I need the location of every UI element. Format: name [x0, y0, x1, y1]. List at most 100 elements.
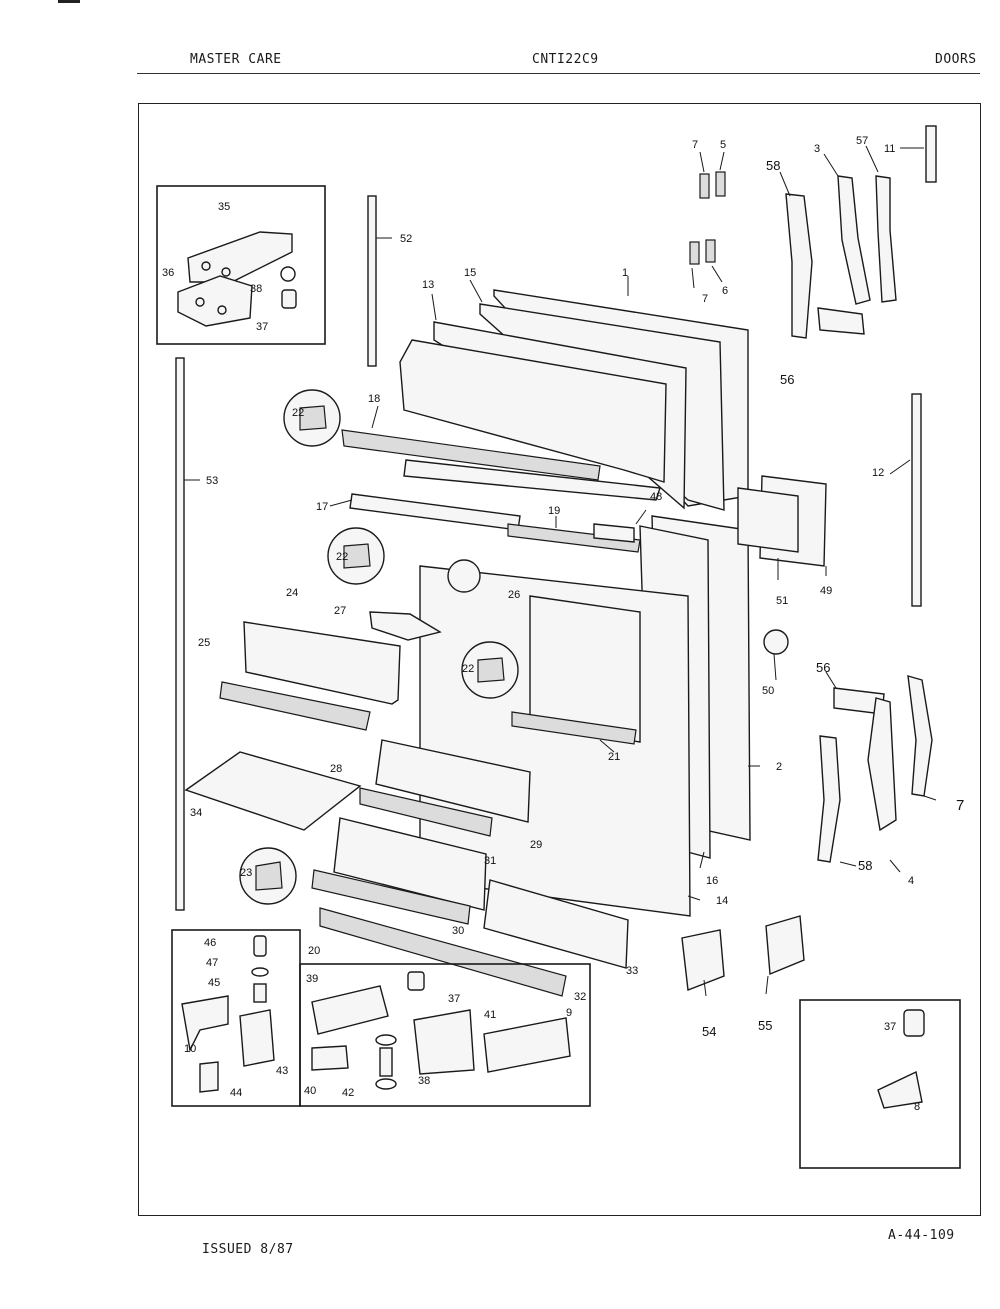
- callout-19: 19: [548, 505, 560, 517]
- bin-31: [333, 817, 487, 911]
- header-model: CNTI22C9: [532, 52, 599, 67]
- rail-30: [311, 869, 471, 925]
- callout-10: 10: [184, 1043, 196, 1055]
- callout-25: 25: [198, 637, 210, 649]
- strip-12: [911, 393, 922, 607]
- detail-circles: [239, 389, 519, 905]
- callout-13: 13: [422, 279, 434, 291]
- callout-48: 48: [650, 491, 662, 503]
- callout-42: 42: [342, 1087, 354, 1099]
- diagram-frame: [138, 103, 981, 1216]
- callout-8: 8: [914, 1101, 920, 1113]
- callout-44: 44: [230, 1087, 242, 1099]
- freezer-door: [341, 289, 749, 531]
- bin-24: [243, 621, 401, 705]
- inset-bottom-right-box: [799, 999, 961, 1169]
- callout-51: 51: [776, 595, 788, 607]
- callout-54: 54: [702, 1024, 716, 1039]
- callout-31: 31: [484, 855, 496, 867]
- callout-28: 28: [330, 763, 342, 775]
- callout-27: 27: [334, 605, 346, 617]
- callout-34: 34: [190, 807, 202, 819]
- callout-36: 36: [162, 267, 174, 279]
- rail-25: [219, 681, 371, 731]
- footer-issued: ISSUED 8/87: [202, 1242, 294, 1257]
- callout-4: 4: [908, 875, 914, 887]
- handle-58-bottom: [817, 735, 841, 863]
- inset-top-hinge-box: [156, 185, 326, 345]
- header-section: DOORS: [935, 52, 977, 67]
- door-bins: [184, 611, 629, 997]
- part-51: [737, 487, 799, 553]
- part-57: [875, 175, 897, 303]
- callout-22: 22: [462, 663, 474, 675]
- callout-14: 14: [716, 895, 728, 907]
- plate-56-top: [817, 307, 865, 335]
- strip-11: [925, 125, 937, 183]
- callout-58: 58: [858, 858, 872, 873]
- callout-20: 20: [308, 945, 320, 957]
- callout-29: 29: [530, 839, 542, 851]
- bin-29: [375, 739, 531, 823]
- callout-9: 9: [566, 1007, 572, 1019]
- callout-45: 45: [208, 977, 220, 989]
- callout-5: 5: [720, 139, 726, 151]
- part-50: [763, 629, 789, 655]
- corner-mark: [58, 0, 80, 3]
- leader-lines: [184, 145, 937, 997]
- part-27: [369, 611, 442, 641]
- callout-39: 39: [306, 973, 318, 985]
- callout-49: 49: [820, 585, 832, 597]
- part-48: [593, 523, 635, 543]
- callout-38: 38: [250, 283, 262, 295]
- callout-15: 15: [464, 267, 476, 279]
- callout-41: 41: [484, 1009, 496, 1021]
- callout-23: 23: [240, 867, 252, 879]
- callout-7: 7: [956, 797, 964, 814]
- part-7-right: [907, 675, 933, 797]
- callout-1: 1: [622, 267, 628, 279]
- shelf-bar-21: [511, 711, 637, 745]
- part-55: [765, 915, 805, 976]
- callout-46: 46: [204, 937, 216, 949]
- callout-12: 12: [872, 467, 884, 479]
- callout-37: 37: [256, 321, 268, 333]
- callout-50: 50: [762, 685, 774, 697]
- callout-57: 57: [856, 135, 868, 147]
- bottom-right-parts: [877, 1009, 925, 1109]
- callout-3: 3: [814, 143, 820, 155]
- callout-56: 56: [780, 372, 794, 387]
- top-hinge-parts: [177, 231, 297, 327]
- callout-35: 35: [218, 201, 230, 213]
- callout-30: 30: [452, 925, 464, 937]
- callout-26: 26: [508, 589, 520, 601]
- callout-7: 7: [692, 139, 698, 151]
- bottom-hinge-parts: [181, 935, 571, 1093]
- callout-18: 18: [368, 393, 380, 405]
- right-side-parts: [681, 171, 933, 991]
- callout-24: 24: [286, 587, 298, 599]
- callout-16: 16: [706, 875, 718, 887]
- callout-21: 21: [608, 751, 620, 763]
- footer-page-code: A-44-109: [888, 1228, 955, 1243]
- callout-17: 17: [316, 501, 328, 513]
- callout-22: 22: [336, 551, 348, 563]
- handle-58-top: [785, 193, 813, 339]
- bin-33: [483, 879, 629, 969]
- callout-7: 7: [702, 293, 708, 305]
- shelf-bar-18: [341, 429, 601, 481]
- shelf-bar-17: [349, 493, 521, 531]
- callout-55: 55: [758, 1018, 772, 1033]
- callout-32: 32: [574, 991, 586, 1003]
- header-rule: [137, 73, 980, 74]
- callout-37: 37: [448, 993, 460, 1005]
- hinge-3: [837, 175, 871, 305]
- callout-56: 56: [816, 660, 830, 675]
- hinge-4: [867, 697, 897, 832]
- callout-22: 22: [292, 407, 304, 419]
- callout-53: 53: [206, 475, 218, 487]
- callout-2: 2: [776, 761, 782, 773]
- rail-32: [319, 907, 567, 997]
- callout-43: 43: [276, 1065, 288, 1077]
